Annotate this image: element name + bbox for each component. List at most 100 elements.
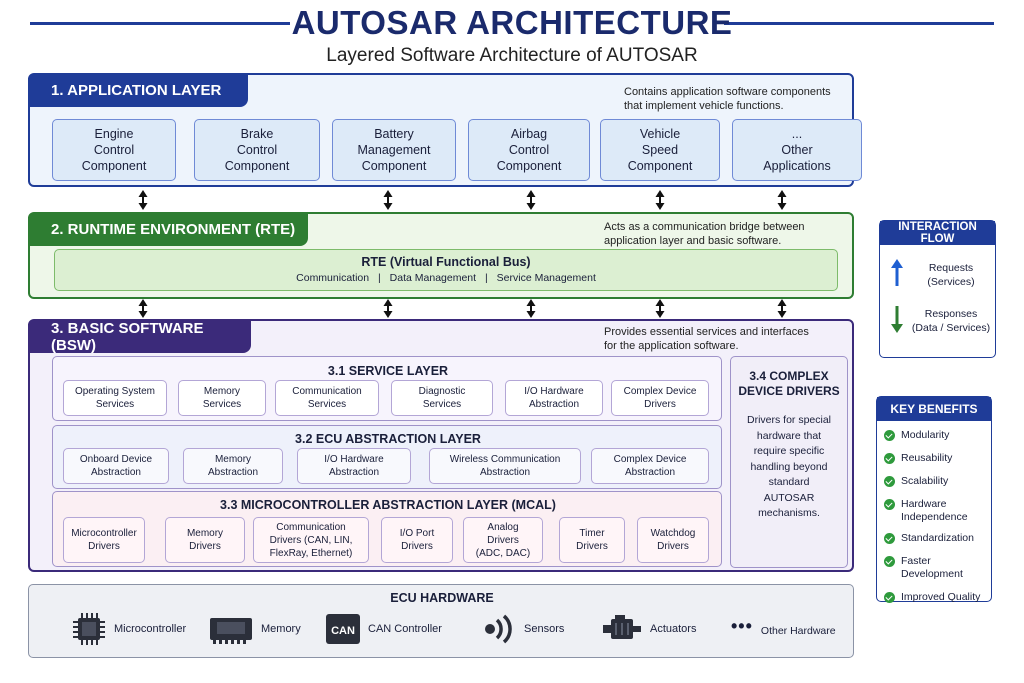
benefit-label: Improved Quality	[901, 591, 981, 603]
benefit-item: Reusability	[884, 452, 991, 465]
request-arrow-icon	[891, 259, 903, 286]
ecu-abstraction-item: Memory Abstraction	[183, 448, 283, 484]
app-rte-arrow	[655, 190, 665, 210]
benefit-item: Hardware Independence	[884, 498, 991, 524]
ecu-abstraction-item: Complex Device Abstraction	[591, 448, 709, 484]
service-layer-title: 3.1 SERVICE LAYER	[327, 364, 449, 378]
check-icon	[884, 592, 895, 603]
mcal-item: Watchdog Drivers	[637, 517, 709, 563]
can-controller-icon: CAN	[326, 614, 360, 644]
complex-drivers-text: Drivers for special hardware that requir…	[746, 414, 832, 519]
rte-item-service-management: Service Management	[496, 272, 596, 284]
mcal-item: Microcontroller Drivers	[63, 517, 145, 563]
interaction-flow-panel: INTERACTION FLOW Requests (Services) Res…	[879, 220, 996, 358]
app-rte-arrow	[526, 190, 536, 210]
requests-label: Requests (Services)	[927, 262, 975, 288]
rte-bsw-arrow	[138, 299, 148, 318]
hw-label-can-controller: CAN Controller	[368, 623, 442, 635]
benefit-item: Modularity	[884, 429, 991, 442]
ecu-abstraction-item: I/O Hardware Abstraction	[297, 448, 411, 484]
bsw-layer-tab: 3. BASIC SOFTWARE (BSW)	[29, 320, 251, 354]
check-icon	[884, 430, 895, 441]
key-benefits-title: KEY BENEFITS	[877, 397, 991, 421]
mcal-item: Communication Drivers (CAN, LIN, FlexRay…	[253, 517, 369, 563]
svg-text:CAN: CAN	[331, 625, 355, 637]
app-rte-arrow	[777, 190, 787, 210]
app-component: ... Other Applications	[732, 119, 862, 181]
hw-can-controller: CAN CAN Controller	[325, 613, 442, 645]
title-rule-left	[30, 22, 290, 25]
microcontroller-icon	[73, 613, 105, 645]
response-arrow-icon	[891, 306, 903, 333]
rte-bsw-arrow	[655, 299, 665, 318]
hw-label-memory: Memory	[261, 623, 301, 635]
benefit-label: Modularity	[901, 429, 950, 441]
actuators-icon	[603, 615, 641, 639]
hw-label-actuators: Actuators	[650, 623, 697, 635]
app-rte-arrow	[138, 190, 148, 210]
service-item: Diagnostic Services	[391, 380, 493, 416]
bsw-layer-description: Provides essential services and interfac…	[604, 326, 809, 352]
hw-other: ••• Other Hardware	[731, 616, 836, 638]
service-item: Communication Services	[275, 380, 379, 416]
hw-memory: Memory	[209, 613, 301, 645]
check-icon	[884, 476, 895, 487]
benefit-label: Hardware Independence	[901, 498, 968, 523]
check-icon	[884, 453, 895, 464]
complex-device-drivers: 3.4 COMPLEX DEVICE DRIVERS Drivers for s…	[730, 356, 848, 568]
mcal-item: Analog Drivers (ADC, DAC)	[463, 517, 543, 563]
mcal-title: 3.3 MICROCONTROLLER ABSTRACTION LAYER (M…	[220, 498, 556, 512]
app-rte-arrow	[383, 190, 393, 210]
mcal-item: Memory Drivers	[165, 517, 245, 563]
rte-layer: 2. RUNTIME ENVIRONMENT (RTE) Acts as a c…	[28, 212, 854, 299]
rte-item-data-management: Data Management	[389, 272, 477, 284]
app-component: Engine Control Component	[52, 119, 176, 181]
benefit-item: Faster Development	[884, 555, 991, 581]
hw-actuators: Actuators	[601, 613, 696, 645]
check-icon	[884, 499, 895, 510]
service-item: Operating System Services	[63, 380, 167, 416]
benefit-item: Standardization	[884, 532, 991, 545]
sensors-icon	[485, 614, 512, 644]
rte-bsw-arrow	[526, 299, 536, 318]
benefit-item: Improved Quality	[884, 591, 991, 604]
app-component: Airbag Control Component	[468, 119, 590, 181]
ecu-hardware-layer: ECU HARDWARE Microcontroller Memory CAN …	[28, 584, 854, 658]
rte-item-communication: Communication	[296, 272, 370, 284]
service-layer: 3.1 SERVICE LAYER Operating System Servi…	[52, 356, 722, 421]
ecu-abstraction-layer: 3.2 ECU ABSTRACTION LAYER Onboard Device…	[52, 425, 722, 489]
hw-label-other: Other Hardware	[760, 625, 836, 637]
hw-microcontroller: Microcontroller	[71, 611, 186, 647]
app-component: Brake Control Component	[194, 119, 320, 181]
bsw-layer: 3. BASIC SOFTWARE (BSW) Provides essenti…	[28, 319, 854, 572]
application-layer-tab: 1. APPLICATION LAYER	[29, 74, 248, 107]
rte-layer-description: Acts as a communication bridge between a…	[604, 221, 805, 247]
benefit-label: Faster Development	[901, 555, 963, 580]
title-rule-right	[724, 22, 994, 25]
service-item: Complex Device Drivers	[611, 380, 709, 416]
application-layer-description: Contains application software components…	[624, 86, 831, 112]
ecu-abstraction-item: Wireless Communication Abstraction	[429, 448, 581, 484]
application-layer: 1. APPLICATION LAYER Contains applicatio…	[28, 73, 862, 187]
app-component: Battery Management Component	[332, 119, 456, 181]
rte-bsw-arrow	[383, 299, 393, 318]
mcal-item: Timer Drivers	[559, 517, 625, 563]
page-subtitle: Layered Software Architecture of AUTOSAR	[326, 45, 698, 66]
rte-bus: RTE (Virtual Functional Bus) Communicati…	[54, 249, 838, 291]
rte-bsw-arrow	[777, 299, 787, 318]
more-icon: •••	[731, 615, 753, 636]
app-component: Vehicle Speed Component	[600, 119, 720, 181]
page-title: AUTOSAR ARCHITECTURE	[291, 4, 733, 41]
ecu-abstraction-title: 3.2 ECU ABSTRACTION LAYER	[295, 432, 481, 446]
rte-bus-items: Communication | Data Management | Servic…	[296, 272, 596, 284]
rte-bus-title: RTE (Virtual Functional Bus)	[361, 255, 531, 269]
benefit-label: Standardization	[901, 532, 974, 544]
hw-label-microcontroller: Microcontroller	[114, 623, 187, 635]
rte-layer-tab: 2. RUNTIME ENVIRONMENT (RTE)	[29, 213, 308, 246]
benefit-label: Reusability	[901, 452, 953, 464]
mcal-layer: 3.3 MICROCONTROLLER ABSTRACTION LAYER (M…	[52, 491, 722, 567]
complex-drivers-title: 3.4 COMPLEX DEVICE DRIVERS	[738, 369, 840, 398]
